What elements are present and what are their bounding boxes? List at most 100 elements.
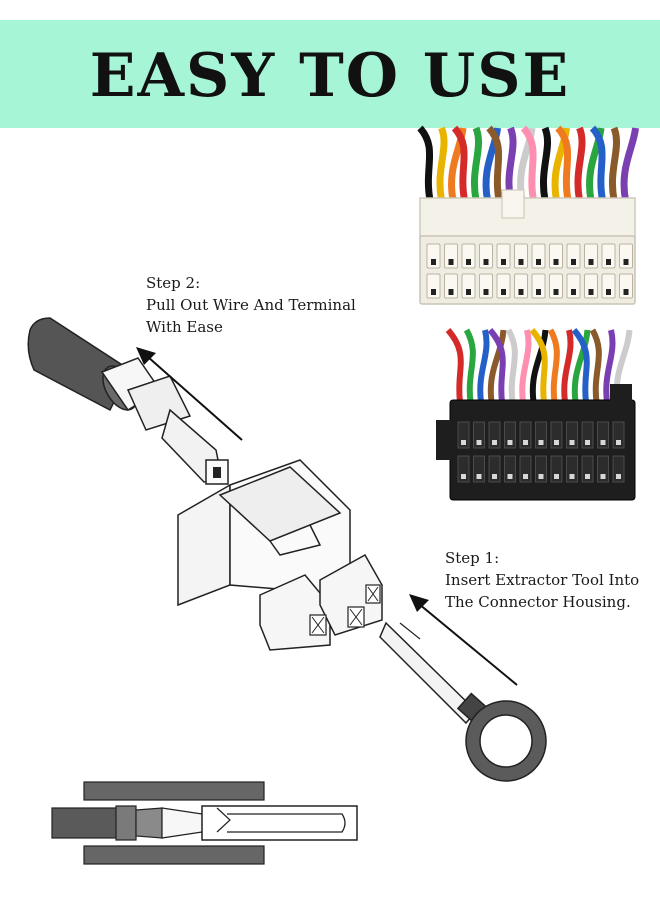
pin-cell	[550, 455, 563, 483]
pin-cell	[612, 421, 625, 449]
step2-line1: Pull Out Wire And Terminal	[146, 296, 356, 314]
pin-cell	[426, 273, 441, 299]
pin-hole	[571, 289, 576, 295]
pin-cell	[461, 243, 476, 269]
wire	[477, 329, 490, 403]
pin-hole	[585, 440, 590, 445]
wire	[487, 329, 507, 403]
step1-heading: Step 1:	[445, 549, 500, 567]
pin-hole	[600, 440, 606, 445]
pin-cell	[597, 455, 609, 483]
pin-cell	[619, 273, 633, 299]
step2-arrow-icon	[136, 347, 243, 441]
wire	[589, 328, 602, 403]
wire	[540, 126, 552, 201]
wire	[547, 328, 560, 403]
wire	[417, 125, 434, 201]
black-connector-wires	[445, 328, 633, 403]
pin-cell	[597, 421, 609, 449]
white-connector-wires	[417, 125, 639, 201]
terminal-cross-section-icon	[51, 781, 358, 865]
pin-cell	[426, 243, 441, 269]
page-title: EASY TO USE	[89, 41, 571, 111]
pin-hole	[554, 474, 559, 479]
wire	[529, 328, 548, 403]
pin-cell	[444, 243, 458, 269]
pin-hole	[431, 259, 436, 265]
pin-hole	[483, 259, 489, 265]
wire	[451, 125, 468, 201]
pin-cell	[581, 421, 594, 449]
wire	[555, 125, 572, 201]
pin-cell	[444, 273, 458, 299]
wire	[520, 125, 537, 201]
pin-cell	[601, 243, 616, 269]
step2-heading: Step 2:	[146, 274, 201, 292]
pin-hole	[448, 259, 454, 265]
pin-hole	[588, 259, 594, 265]
pin-hole	[536, 259, 541, 265]
pin-cell	[496, 243, 511, 269]
pin-hole	[483, 289, 489, 295]
pin-cell	[473, 421, 485, 449]
pin-hole	[538, 440, 544, 445]
pin-cell	[566, 273, 581, 299]
step1-caption: Step 1: Insert Extractor Tool Into The C…	[445, 547, 639, 613]
pin-cell	[457, 421, 470, 449]
pin-hole	[623, 289, 629, 295]
wire	[519, 329, 532, 403]
wire	[505, 328, 518, 403]
wire	[620, 127, 639, 201]
pin-cell	[566, 421, 578, 449]
pin-hole	[431, 289, 436, 295]
pin-cell	[619, 243, 633, 269]
pin-hole	[466, 259, 471, 265]
pin-hole	[492, 474, 497, 479]
pin-hole	[536, 289, 541, 295]
wire	[463, 328, 476, 403]
pin-cell	[496, 273, 511, 299]
wire	[589, 125, 606, 201]
pin-hole	[538, 474, 544, 479]
wire	[529, 329, 549, 403]
pin-hole	[518, 259, 524, 265]
pin-hole	[616, 474, 621, 479]
pin-cell	[549, 243, 563, 269]
wire	[574, 126, 586, 201]
wire	[445, 328, 464, 403]
pin-cell	[479, 243, 493, 269]
pin-cell	[549, 273, 563, 299]
connector-housing-icon	[177, 459, 383, 651]
pin-hole	[461, 474, 466, 479]
wire	[471, 126, 483, 201]
wire	[487, 328, 506, 403]
pin-cell	[535, 455, 547, 483]
pin-hole	[501, 259, 506, 265]
white-connector-pins	[426, 243, 633, 299]
pin-hole	[523, 474, 528, 479]
step1-arrow-icon	[409, 594, 518, 686]
pin-hole	[554, 440, 559, 445]
step1-line1: Insert Extractor Tool Into	[445, 571, 640, 589]
wire	[486, 125, 503, 201]
pin-hole	[569, 474, 575, 479]
wire	[436, 126, 448, 201]
pin-hole	[585, 474, 590, 479]
wire	[571, 329, 591, 403]
wire-terminal-icon	[27, 317, 229, 485]
white-atx-connector-icon	[417, 125, 639, 305]
pin-hole	[523, 440, 528, 445]
pin-hole	[616, 440, 621, 445]
pin-cell	[488, 455, 501, 483]
pin-hole	[569, 440, 575, 445]
pin-hole	[588, 289, 594, 295]
pin-hole	[507, 474, 513, 479]
pin-cell	[531, 243, 546, 269]
pin-cell	[612, 455, 625, 483]
title-banner: EASY TO USE	[0, 20, 660, 128]
pin-cell	[581, 455, 594, 483]
pin-hole	[553, 289, 559, 295]
pin-hole	[571, 259, 576, 265]
pin-hole	[476, 474, 482, 479]
pin-cell	[531, 273, 546, 299]
